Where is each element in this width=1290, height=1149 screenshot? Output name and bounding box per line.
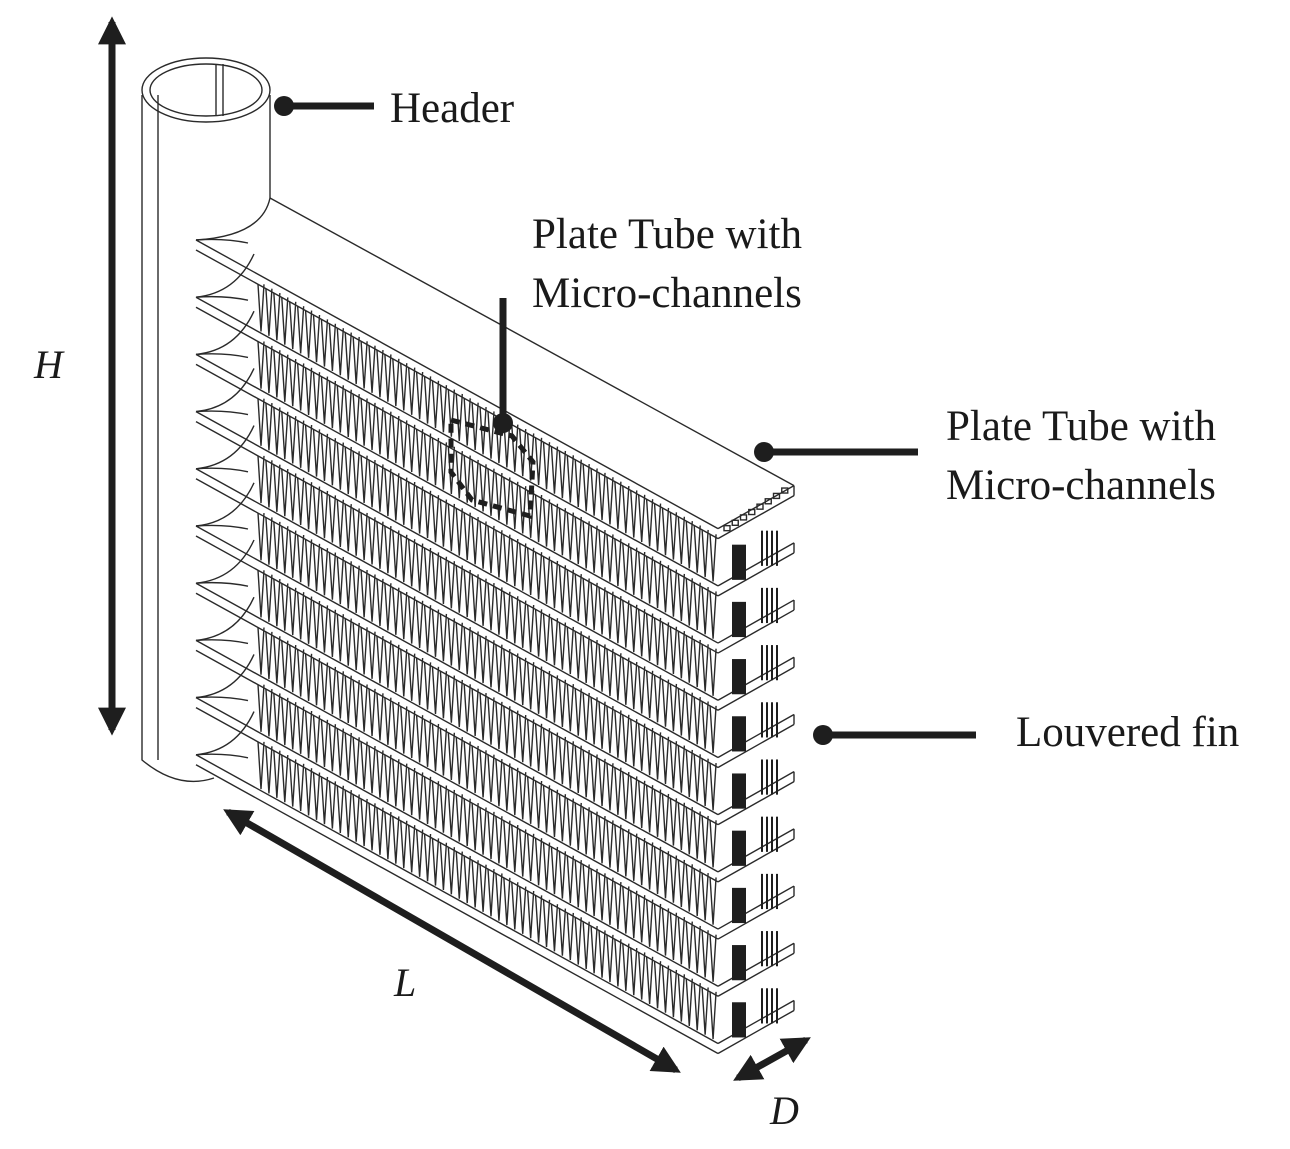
header-pipe bbox=[141, 57, 271, 783]
depth-label: D bbox=[769, 1088, 799, 1133]
fin-end-louvers bbox=[732, 931, 778, 981]
header-label: Header bbox=[390, 85, 514, 132]
fin-end-louvers bbox=[732, 759, 778, 809]
fin-row bbox=[257, 455, 717, 754]
plate-tube bbox=[195, 596, 795, 940]
fin-end-louvers bbox=[732, 587, 778, 638]
louvered-fin-leader bbox=[813, 725, 976, 745]
height-label: H bbox=[33, 342, 65, 387]
plate-tube bbox=[195, 654, 795, 997]
fin-row bbox=[257, 398, 717, 696]
header-leader bbox=[274, 96, 374, 116]
plate-tube bbox=[195, 425, 795, 769]
fin-end-louvers bbox=[732, 702, 778, 752]
plate-tube bbox=[195, 711, 795, 1055]
fin-row bbox=[257, 341, 717, 639]
plate-tube-outer-label-line2: Micro-channels bbox=[946, 462, 1216, 509]
micro-channel-highlight-box bbox=[448, 416, 536, 520]
plate-tube bbox=[195, 368, 795, 711]
plate-tube-inner-leader bbox=[493, 298, 513, 433]
length-dimension-arrow bbox=[223, 808, 681, 1074]
plate-tube-outer-label-line1: Plate Tube with bbox=[946, 403, 1216, 450]
plate-tubes bbox=[195, 197, 795, 1055]
plate-tube-outer-leader bbox=[754, 442, 918, 462]
plate-tube bbox=[195, 482, 795, 826]
fin-end-louvers bbox=[732, 645, 778, 695]
plate-tube-inner-label-line1: Plate Tube with bbox=[532, 211, 802, 258]
fin-end-louvers bbox=[732, 530, 778, 580]
fin-end-louvers bbox=[732, 988, 778, 1038]
length-label: L bbox=[393, 960, 416, 1005]
plate-tube bbox=[195, 539, 795, 883]
tube-end-faces bbox=[723, 487, 789, 1038]
fin-row bbox=[257, 284, 717, 582]
plate-tube-inner-label-line2: Micro-channels bbox=[532, 270, 802, 317]
depth-dimension-arrow bbox=[733, 1036, 811, 1082]
louvered-fin-label: Louvered fin bbox=[1016, 709, 1239, 756]
fin-end-louvers bbox=[732, 873, 778, 924]
fin-end-louvers bbox=[732, 816, 778, 866]
plate-tube bbox=[195, 310, 795, 654]
top-tube-face bbox=[269, 197, 795, 487]
fin-row bbox=[257, 513, 717, 811]
plate-tube bbox=[195, 253, 795, 597]
